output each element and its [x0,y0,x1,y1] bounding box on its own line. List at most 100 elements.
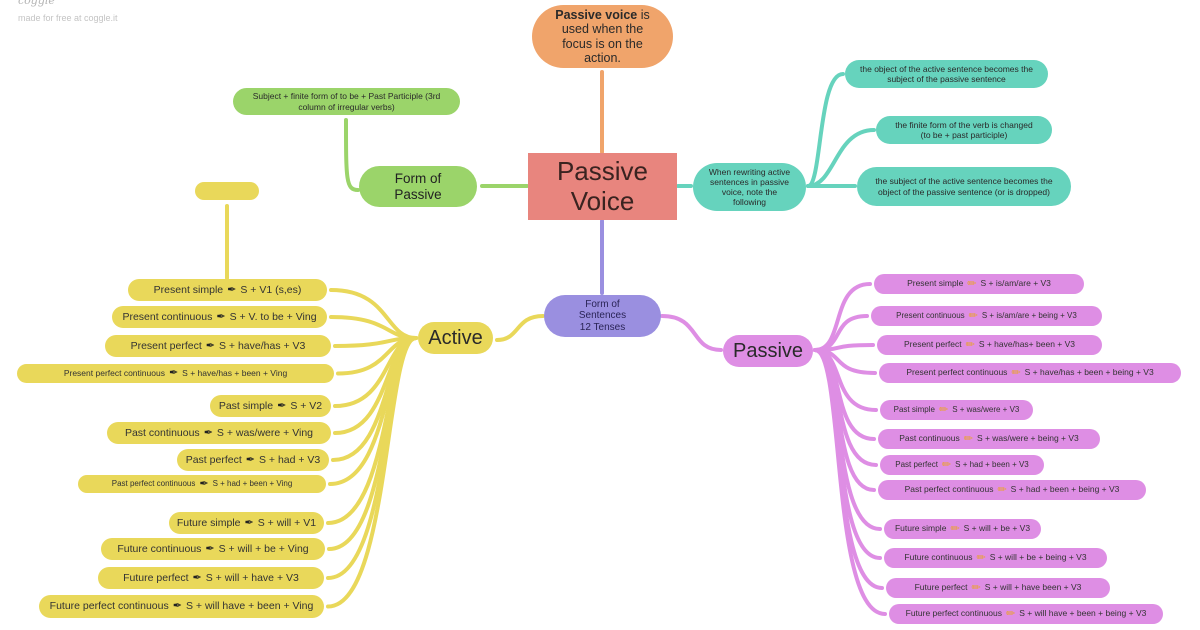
pencil-icon: ✏ [963,432,973,445]
tense-formula: S + will + be + Ving [218,542,309,555]
rewriting-text: When rewriting active sentences in passi… [708,166,791,208]
connector-active-item [329,288,418,340]
passive-tense-item[interactable]: Present simple✏S + is/am/are + V3 [874,274,1084,294]
active-tense-item[interactable]: Present simple✒S + V1 (s,es) [128,279,327,301]
tense-name: Past perfect continuous [904,484,994,495]
form-of-passive-node[interactable]: Form of Passive [359,166,477,207]
tense-formula: S + have/has + been + Ving [182,367,288,378]
rewriting-note-text: the object of the active sentence become… [860,63,1033,84]
connector-active-item [326,336,418,609]
rewriting-note-2[interactable]: the finite form of the verb is changed (… [876,116,1052,144]
active-tense-item[interactable]: Present perfect continuous✒S + have/has … [17,364,334,383]
root-title-line1: Passive [556,156,649,187]
passive-tense-item[interactable]: Future continuous✏S + will + be + being … [884,548,1107,568]
passive-label: Passive [732,339,804,362]
form-of-passive-line1: Form of [394,170,442,186]
definition-node[interactable]: Passive voice is used when the focus is … [532,5,673,68]
tense-name: Present perfect continuous [906,367,1008,378]
form-of-passive-detail-text: Subject + finite form of to be + Past Pa… [252,91,441,112]
tense-formula: S + will + V1 [257,516,317,529]
passive-tense-item[interactable]: Future perfect continuous✏S + will have … [889,604,1163,624]
pen-icon: ✒ [172,600,182,613]
active-tense-item[interactable]: Future perfect continuous✒S + will have … [39,595,324,618]
tense-formula: S + have/has+ been + V3 [978,339,1076,350]
tense-formula: S + was/were + being + V3 [976,433,1079,444]
tense-formula: S + V1 (s,es) [240,283,302,296]
pencil-icon: ✏ [965,338,975,351]
active-tense-item[interactable]: Past perfect✒S + had + V3 [177,449,329,471]
passive-tense-item[interactable]: Present continuous✏S + is/am/are + being… [871,306,1102,326]
connector-hub-passive [660,314,723,352]
pencil-icon: ✏ [1006,607,1016,620]
passive-tense-item[interactable]: Past perfect continuous✏S + had + been +… [878,480,1146,500]
active-empty-node[interactable] [195,182,259,200]
pen-icon: ✒ [277,399,287,412]
tense-name: Future simple [894,523,947,534]
root-node[interactable]: Passive Voice [528,153,677,220]
active-tense-item[interactable]: Future simple✒S + will + V1 [169,512,324,534]
passive-tense-item[interactable]: Present perfect continuous✏S + have/has … [879,363,1181,383]
active-tense-item[interactable]: Past continuous✒S + was/were + Ving [107,422,331,444]
pencil-icon: ✏ [971,581,981,594]
tenses-hub-node[interactable]: Form of Sentences 12 Tenses [544,295,661,337]
brand-tagline: made for free at coggle.it [18,13,118,23]
definition-text: Passive voice is used when the focus is … [546,8,659,66]
active-tense-item[interactable]: Future perfect✒S + will + have + V3 [98,567,324,589]
pencil-icon: ✏ [941,458,952,471]
tense-formula: S + V2 [290,399,323,412]
pen-icon: ✒ [205,542,215,555]
pen-icon: ✒ [168,367,179,380]
tense-formula: S + have/has + V3 [219,339,306,352]
form-of-passive-detail[interactable]: Subject + finite form of to be + Past Pa… [233,88,460,115]
form-of-passive-line2: Passive [394,186,442,202]
tense-name: Past simple [218,399,274,412]
tense-name: Present continuous [122,310,213,323]
active-node[interactable]: Active [418,322,493,354]
pen-icon: ✒ [192,571,202,584]
pencil-icon: ✏ [967,277,977,290]
pen-icon: ✒ [205,339,215,352]
connector-rewriting-note2 [806,128,876,188]
passive-tense-item[interactable]: Future simple✏S + will + be + V3 [884,519,1041,539]
definition-bold: Passive voice [555,7,638,22]
pencil-icon: ✏ [938,403,949,416]
active-tense-item[interactable]: Present perfect✒S + have/has + V3 [105,335,331,357]
tense-name: Future continuous [904,552,973,563]
passive-node[interactable]: Passive [723,335,813,367]
tense-formula: S + was/were + Ving [216,426,314,439]
passive-tense-item[interactable]: Past continuous✏S + was/were + being + V… [878,429,1100,449]
passive-tense-item[interactable]: Present perfect✏S + have/has+ been + V3 [877,335,1102,355]
tense-name: Present perfect continuous [63,367,165,378]
rewriting-node[interactable]: When rewriting active sentences in passi… [693,163,806,211]
pencil-icon: ✏ [968,309,978,322]
pen-icon: ✒ [245,453,255,466]
definition-rest: is used when the focus is on the action. [561,7,650,65]
tense-name: Present perfect [903,339,962,350]
active-tense-item[interactable]: Past perfect continuous✒S + had + been +… [78,475,326,493]
connector-hub-active [495,314,545,342]
active-tense-item[interactable]: Past simple✒S + V2 [210,395,331,417]
tense-formula: S + had + been + Ving [212,479,293,489]
tense-formula: S + is/am/are + V3 [980,278,1051,289]
passive-tense-item[interactable]: Past simple✏S + was/were + V3 [880,400,1033,420]
tense-formula: S + will + have + V3 [205,571,299,584]
tenses-hub-line3: 12 Tenses [579,321,626,333]
brand-logo: coggle [18,0,55,7]
active-label: Active [428,326,483,349]
tense-name: Past simple [893,405,935,415]
pen-icon: ✒ [227,283,237,296]
tense-formula: S + will + be + being + V3 [989,552,1087,563]
tense-formula: S + have/has + been + being + V3 [1024,367,1154,378]
rewriting-note-3[interactable]: the subject of the active sentence becom… [857,167,1071,206]
tense-formula: S + is/am/are + being + V3 [981,311,1077,321]
rewriting-note-1[interactable]: the object of the active sentence become… [845,60,1048,88]
tense-name: Future perfect [914,582,968,593]
tense-formula: S + will + have been + V3 [984,582,1082,593]
tense-name: Past continuous [899,433,960,444]
active-tense-item[interactable]: Future continuous✒S + will + be + Ving [101,538,325,560]
passive-tense-item[interactable]: Future perfect✏S + will + have been + V3 [886,578,1110,598]
passive-tense-item[interactable]: Past perfect✏S + had + been + V3 [880,455,1044,475]
tense-formula: S + had + been + V3 [955,460,1029,470]
active-tense-item[interactable]: Present continuous✒S + V. to be + Ving [112,306,327,328]
